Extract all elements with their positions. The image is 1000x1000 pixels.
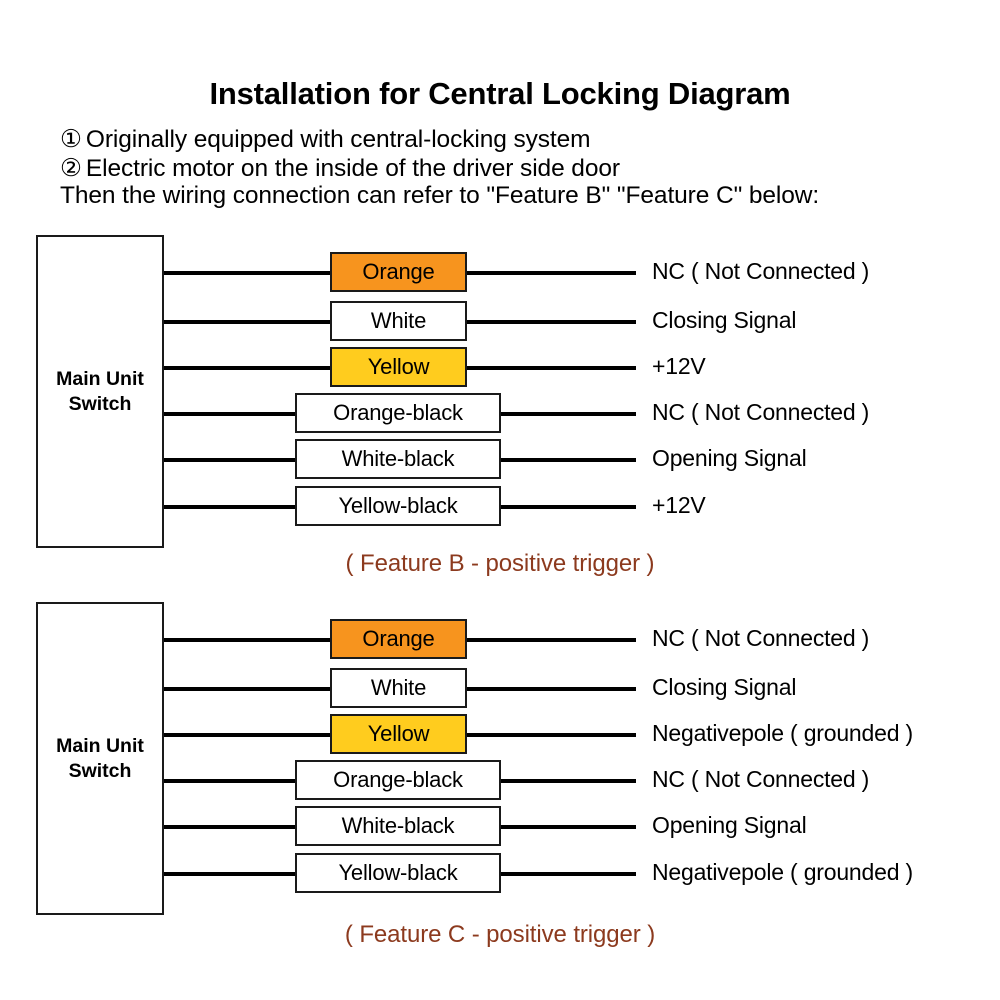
- wire-row: White-black Opening Signal: [0, 439, 1000, 479]
- wire-row: Orange-black NC ( Not Connected ): [0, 760, 1000, 800]
- wire-chip-label: Yellow-black: [338, 860, 458, 885]
- wire-row: White Closing Signal: [0, 668, 1000, 708]
- wire-line-left: [164, 638, 330, 642]
- wire-chip-white-c: White: [330, 668, 467, 708]
- wire-line-left: [164, 458, 295, 462]
- wire-line-left: [164, 825, 295, 829]
- signal-label: Negativepole ( grounded ): [652, 720, 913, 746]
- note-text-2: Electric motor on the inside of the driv…: [85, 155, 620, 182]
- wire-chip-yellow-c: Yellow: [330, 714, 467, 754]
- signal-label: NC ( Not Connected ): [652, 766, 870, 792]
- wire-line-right: [467, 638, 636, 642]
- wire-line-left: [164, 872, 295, 876]
- main-unit-switch-box-c: Main Unit Switch: [36, 602, 164, 915]
- signal-label: Closing Signal: [652, 674, 797, 700]
- wire-chip-label: Orange: [362, 626, 435, 651]
- wire-line-right: [501, 505, 636, 509]
- wire-line-right: [501, 825, 636, 829]
- note-text-1: Originally equipped with central-locking…: [85, 126, 591, 153]
- wire-line-left: [164, 733, 330, 737]
- wire-row: Yellow Negativepole ( grounded ): [0, 714, 1000, 754]
- wire-row: Orange NC ( Not Connected ): [0, 252, 1000, 292]
- wire-row: Orange NC ( Not Connected ): [0, 619, 1000, 659]
- wire-line-left: [164, 320, 330, 324]
- wire-chip-white-black-c: White-black: [295, 806, 501, 846]
- wire-line-left: [164, 271, 330, 275]
- wire-chip-label: Yellow-black: [338, 493, 458, 518]
- caption-feature-b: ( Feature B - positive trigger ): [345, 550, 655, 577]
- circled-number-1-icon: ①: [60, 126, 82, 153]
- diagram-block-feature-b: Main Unit Switch Orange NC ( Not Connect…: [0, 225, 1000, 570]
- wire-chip-label: Orange-black: [333, 767, 463, 792]
- wire-line-right: [501, 779, 636, 783]
- wire-chip-orange-b: Orange: [330, 252, 467, 292]
- wire-chip-label: White-black: [341, 813, 455, 838]
- wire-row: White-black Opening Signal: [0, 806, 1000, 846]
- wire-chip-label: Orange-black: [333, 400, 463, 425]
- circled-number-2-icon: ②: [60, 155, 82, 182]
- wire-line-right: [501, 458, 636, 462]
- wire-chip-white-b: White: [330, 301, 467, 341]
- signal-label: Opening Signal: [652, 812, 807, 838]
- wire-line-right: [467, 366, 636, 370]
- wire-chip-label: White-black: [341, 446, 455, 471]
- wire-chip-label: Yellow: [367, 354, 430, 379]
- wire-line-right: [467, 320, 636, 324]
- signal-label: Negativepole ( grounded ): [652, 859, 913, 885]
- wire-chip-white-black-b: White-black: [295, 439, 501, 479]
- wire-line-right: [467, 733, 636, 737]
- wire-line-left: [164, 412, 295, 416]
- caption-feature-c: ( Feature C - positive trigger ): [344, 921, 656, 948]
- signal-label: Opening Signal: [652, 445, 807, 471]
- wire-chip-yellow-b: Yellow: [330, 347, 467, 387]
- wire-line-right: [501, 872, 636, 876]
- wire-line-left: [164, 366, 330, 370]
- wire-chip-orange-black-b: Orange-black: [295, 393, 501, 433]
- wire-chip-label: White: [370, 675, 427, 700]
- wire-chip-yellow-black-b: Yellow-black: [295, 486, 501, 526]
- wire-row: Yellow-black Negativepole ( grounded ): [0, 853, 1000, 893]
- page-title: Installation for Central Locking Diagram: [209, 76, 791, 111]
- diagram-block-feature-c: Main Unit Switch Orange NC ( Not Connect…: [0, 592, 1000, 937]
- signal-label: Closing Signal: [652, 307, 797, 333]
- wire-chip-label: White: [370, 308, 427, 333]
- wire-row: Yellow-black +12V: [0, 486, 1000, 526]
- wire-chip-yellow-black-c: Yellow-black: [295, 853, 501, 893]
- wire-row: White Closing Signal: [0, 301, 1000, 341]
- signal-label: +12V: [652, 492, 706, 518]
- wire-chip-orange-black-c: Orange-black: [295, 760, 501, 800]
- wire-line-left: [164, 505, 295, 509]
- main-unit-switch-label-c: Main Unit Switch: [56, 734, 144, 782]
- signal-label: NC ( Not Connected ): [652, 258, 870, 284]
- main-unit-switch-box-b: Main Unit Switch: [36, 235, 164, 548]
- wire-row: Orange-black NC ( Not Connected ): [0, 393, 1000, 433]
- wire-row: Yellow +12V: [0, 347, 1000, 387]
- wire-line-right: [501, 412, 636, 416]
- main-unit-switch-label-b: Main Unit Switch: [56, 367, 144, 415]
- signal-label: +12V: [652, 353, 706, 379]
- wire-chip-label: Orange: [362, 259, 435, 284]
- wire-line-right: [467, 271, 636, 275]
- note-closing-line: Then the wiring connection can refer to …: [60, 182, 820, 209]
- wire-line-left: [164, 687, 330, 691]
- signal-label: NC ( Not Connected ): [652, 399, 870, 425]
- wire-line-left: [164, 779, 295, 783]
- signal-label: NC ( Not Connected ): [652, 625, 870, 651]
- wire-chip-label: Yellow: [367, 721, 430, 746]
- wire-chip-orange-c: Orange: [330, 619, 467, 659]
- wire-line-right: [467, 687, 636, 691]
